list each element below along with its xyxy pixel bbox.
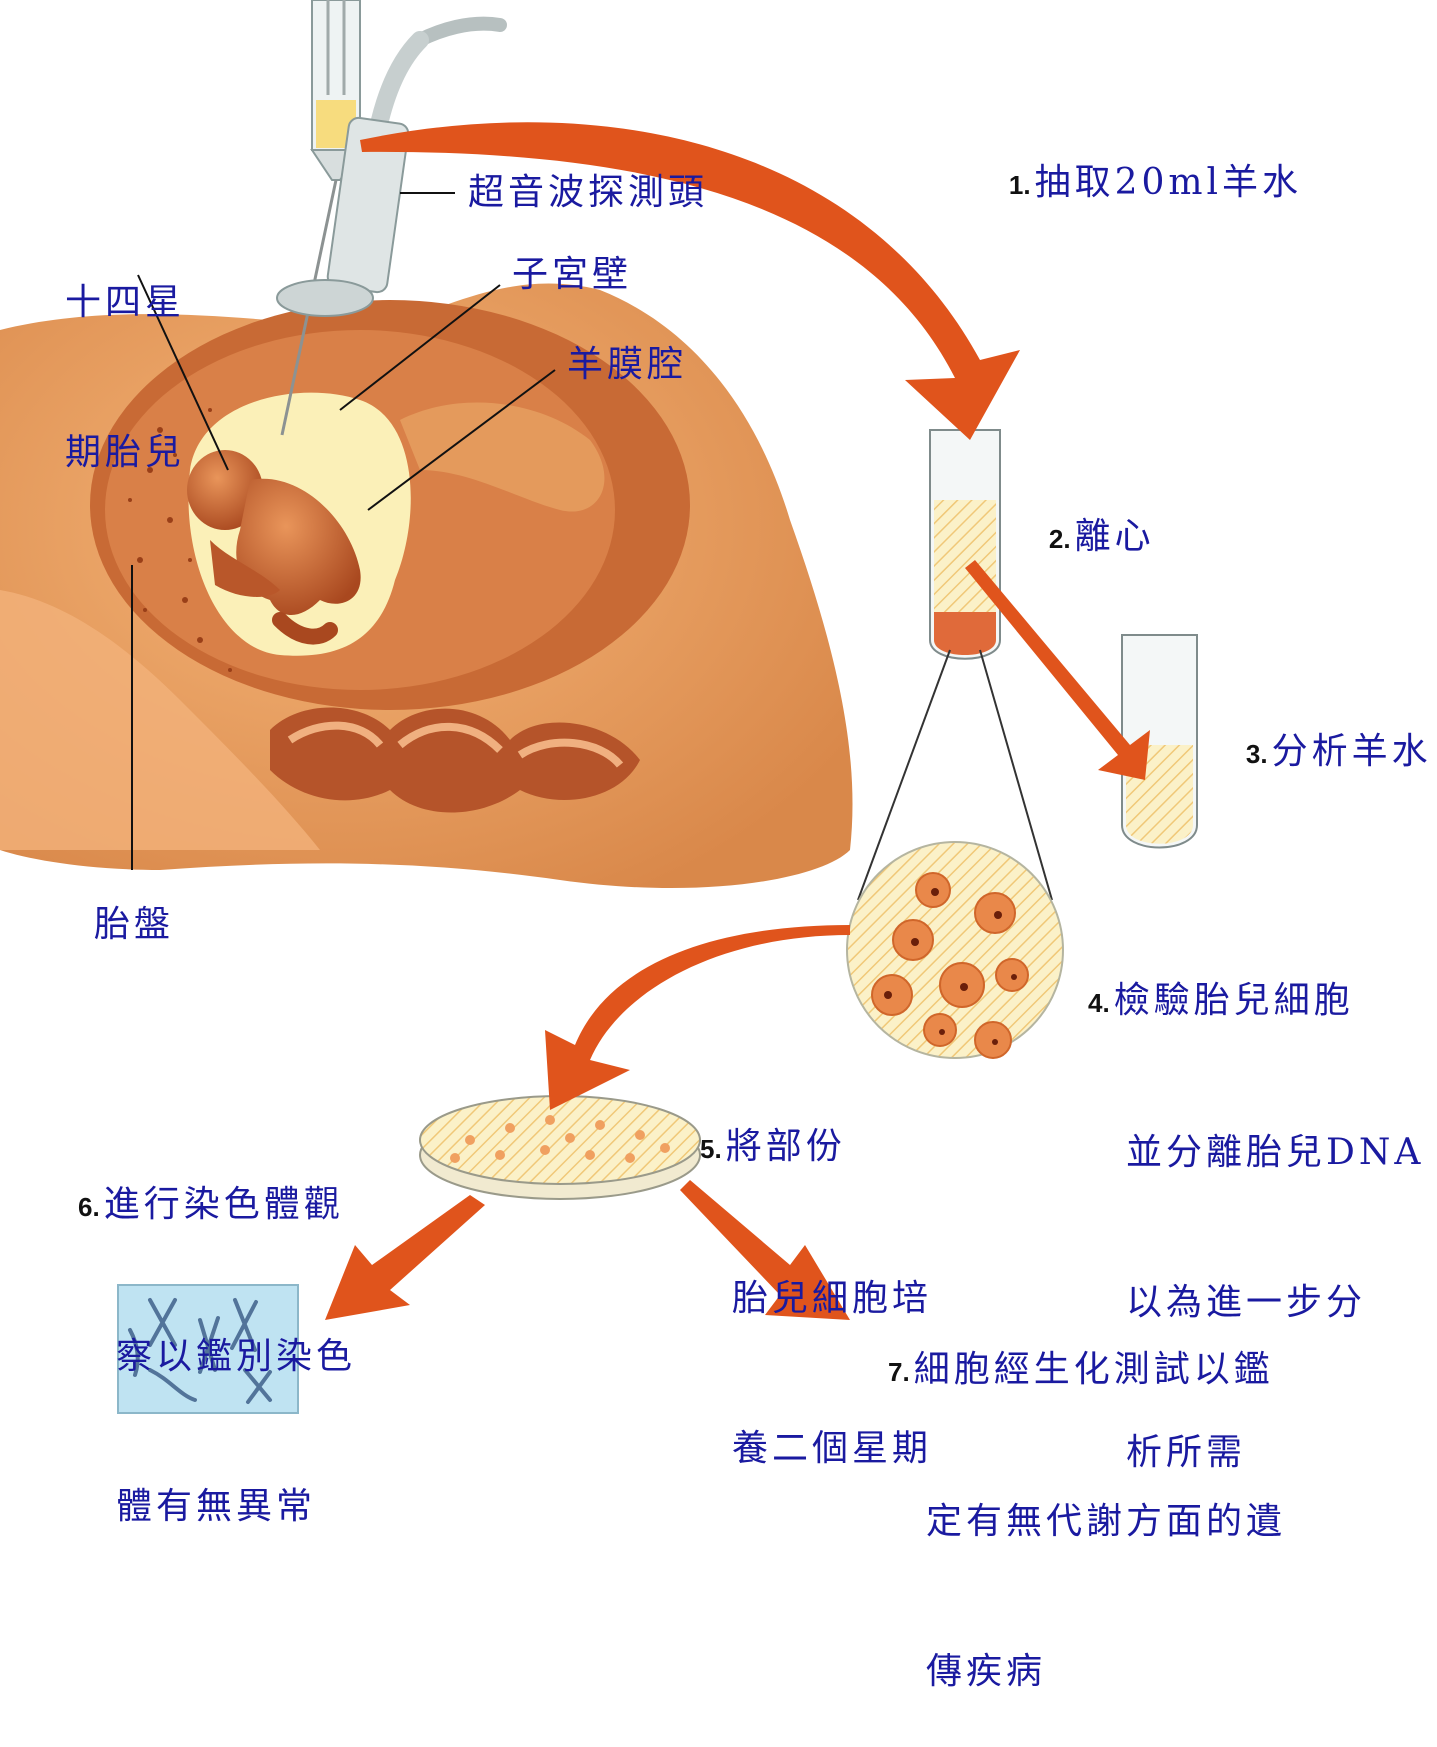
step-text: 分析羊水: [1272, 731, 1432, 772]
step-2-label: 2.離心: [1018, 462, 1155, 564]
step-number: 4.: [1088, 988, 1110, 1018]
uterus-wall-label: 子宮壁: [512, 250, 632, 300]
step-text: 定有無代謝方面的遺: [888, 1497, 1286, 1547]
centrifuge-tube-icon: [930, 430, 1000, 659]
fetus-label-line: 十四星: [65, 278, 185, 328]
step-text: 檢驗胎兒細胞: [1114, 980, 1354, 1021]
step-3-label: 3.分析羊水: [1215, 677, 1432, 779]
step-text: 察以鑑別染色: [78, 1332, 356, 1382]
ultrasound-probe-icon: [277, 24, 500, 316]
fetus-label-line: 期胎兒: [65, 428, 185, 478]
step-text: 細胞經生化測試以鑑: [914, 1349, 1274, 1390]
step-text: 並分離胎兒DNA: [1088, 1128, 1424, 1178]
step-number: 6.: [78, 1192, 100, 1222]
amniotic-cavity-label: 羊膜腔: [567, 340, 687, 390]
step-number: 5.: [700, 1134, 722, 1164]
step-text: 傳疾病: [888, 1647, 1286, 1697]
test-tube-icon: [1122, 635, 1197, 848]
step-number: 1.: [1009, 170, 1031, 200]
step-number: 7.: [888, 1357, 910, 1387]
ultrasound-probe-label: 超音波探測頭: [468, 168, 708, 218]
step-text: 離心: [1075, 516, 1155, 557]
step-text: 體有無異常: [78, 1482, 356, 1532]
fetus-label: 十四星 期胎兒: [65, 178, 185, 528]
step-text: 抽取20ml羊水: [1035, 162, 1302, 203]
step-number: 3.: [1246, 739, 1268, 769]
placenta-label: 胎盤: [94, 900, 174, 950]
step-1-label: 1.抽取20ml羊水: [978, 108, 1302, 210]
step-number: 2.: [1049, 524, 1071, 554]
step-6-label: 6.進行染色體觀 察以鑑別染色 體有無異常: [78, 1080, 356, 1582]
petri-dish-icon: [420, 1096, 700, 1199]
step-text: 將部份: [726, 1126, 846, 1167]
step-text: 進行染色體觀: [104, 1184, 344, 1225]
step-7-label: 7.細胞經生化測試以鑑 定有無代謝方面的遺 傳疾病: [888, 1245, 1286, 1747]
